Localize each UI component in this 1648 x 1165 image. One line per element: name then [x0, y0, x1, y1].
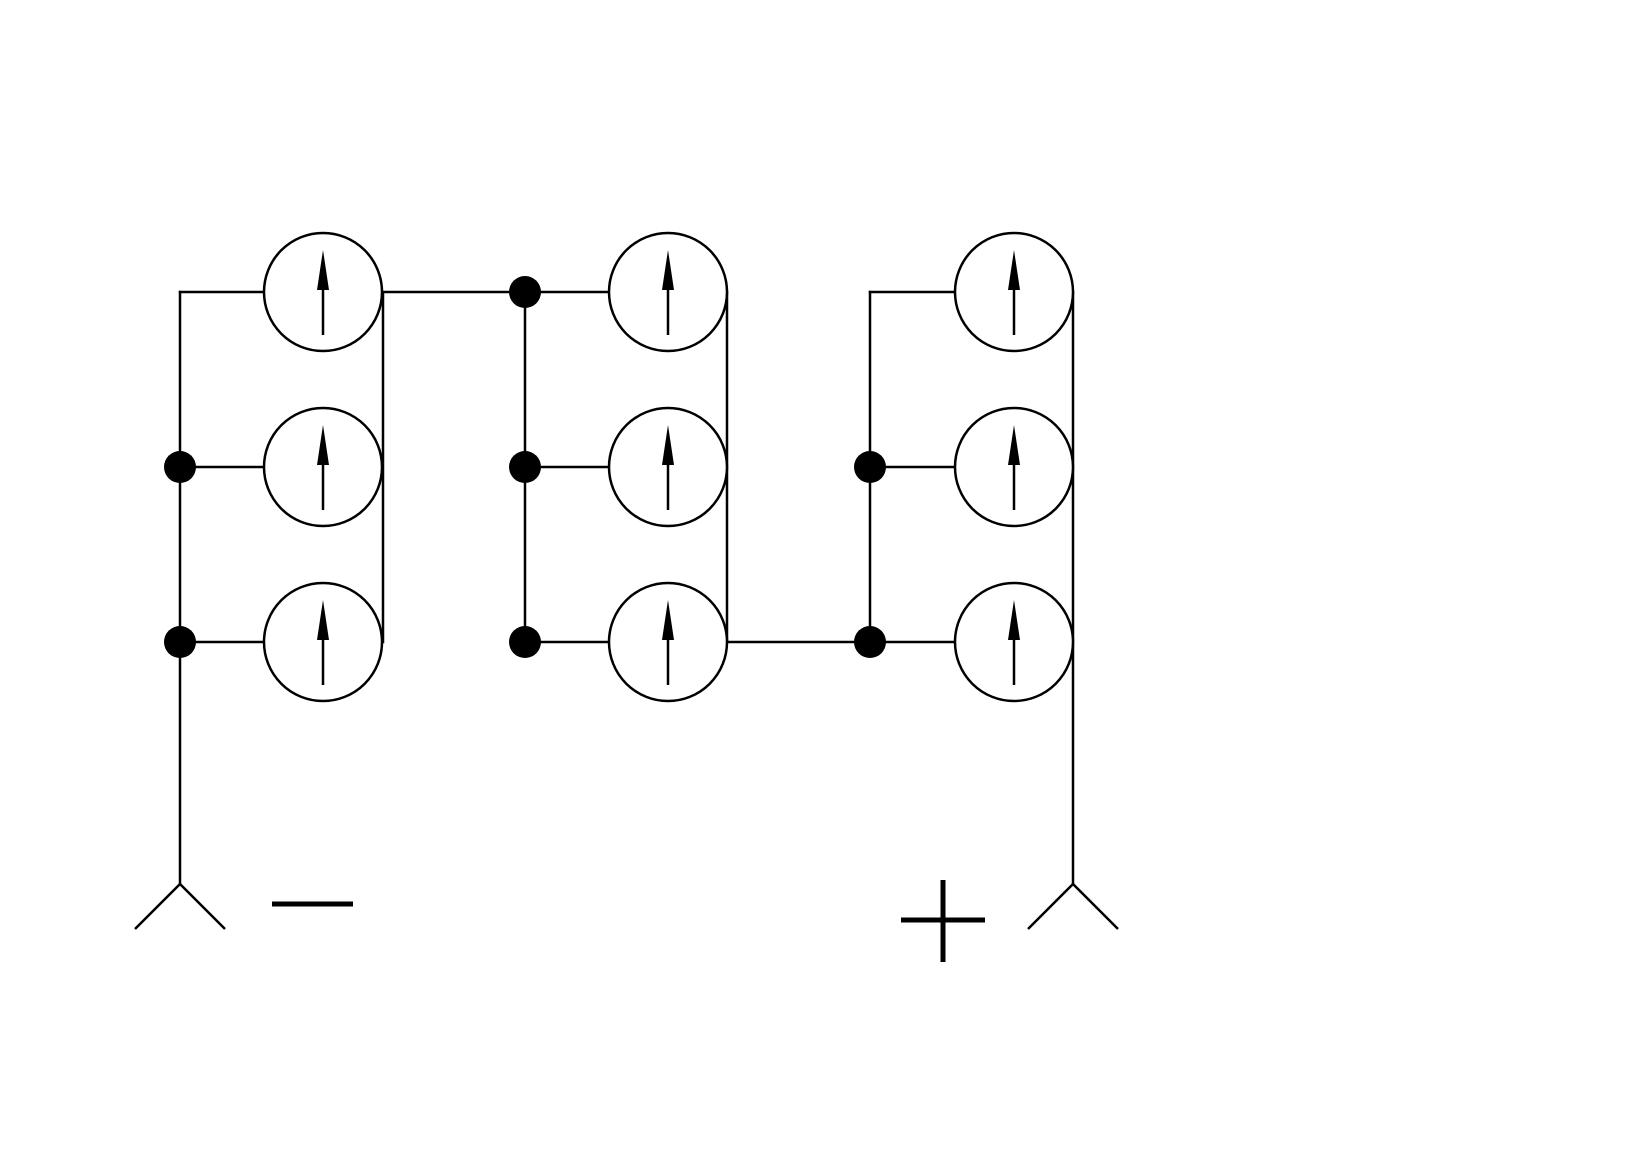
terminal-fork-icon: [134, 882, 226, 930]
terminal-fork-icon: [1027, 882, 1119, 930]
junction-node: [509, 276, 541, 308]
positive-terminal: [901, 880, 1119, 962]
cell-1-middle: [262, 406, 384, 528]
cell-arrow-head: [662, 600, 674, 640]
cell-2-middle: [607, 406, 729, 528]
cell-1-bottom: [262, 581, 384, 703]
cells: [262, 231, 1075, 703]
cell-arrow-head: [317, 250, 329, 290]
group-3-wiring: [868, 290, 1075, 886]
junction-node: [854, 451, 886, 483]
junction-nodes: [164, 276, 886, 658]
cell-2-top: [607, 231, 729, 353]
cell-2-bottom: [607, 581, 729, 703]
cell-arrow-head: [317, 600, 329, 640]
junction-node: [164, 626, 196, 658]
junction-node: [854, 626, 886, 658]
cell-3-top: [953, 231, 1075, 353]
cell-arrow-head: [1008, 600, 1020, 640]
cell-arrow-head: [1008, 250, 1020, 290]
cell-arrow-head: [662, 425, 674, 465]
group-1-wiring: [178, 290, 385, 886]
cell-arrow-head: [1008, 425, 1020, 465]
cell-arrow-head: [317, 425, 329, 465]
junction-node: [509, 626, 541, 658]
cell-3-bottom: [953, 581, 1075, 703]
plus-sign-icon: [901, 880, 985, 962]
negative-terminal: [134, 882, 353, 930]
cell-1-top: [262, 231, 384, 353]
cell-3-middle: [953, 406, 1075, 528]
junction-node: [164, 451, 196, 483]
cell-arrow-head: [662, 250, 674, 290]
junction-node: [509, 451, 541, 483]
